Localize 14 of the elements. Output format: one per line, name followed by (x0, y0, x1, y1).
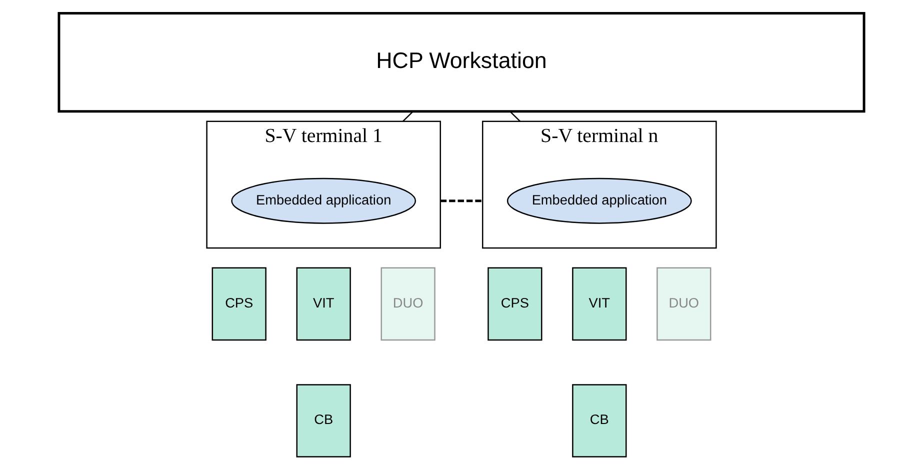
connector (402, 111, 414, 122)
node-box: DUO (380, 267, 436, 341)
node-box: CB (572, 384, 627, 458)
connector (440, 200, 483, 202)
node-box: CPS (488, 267, 542, 341)
node-ellipse: Embedded application (506, 178, 692, 224)
node-box: VIT (572, 267, 627, 341)
node-box: CPS (212, 267, 266, 341)
node-box: CB (296, 384, 351, 458)
connector (510, 111, 520, 122)
node-box: HCP Workstation (58, 12, 866, 113)
node-box: VIT (296, 267, 351, 341)
node-ellipse: Embedded application (231, 178, 416, 224)
node-box: DUO (656, 267, 712, 341)
